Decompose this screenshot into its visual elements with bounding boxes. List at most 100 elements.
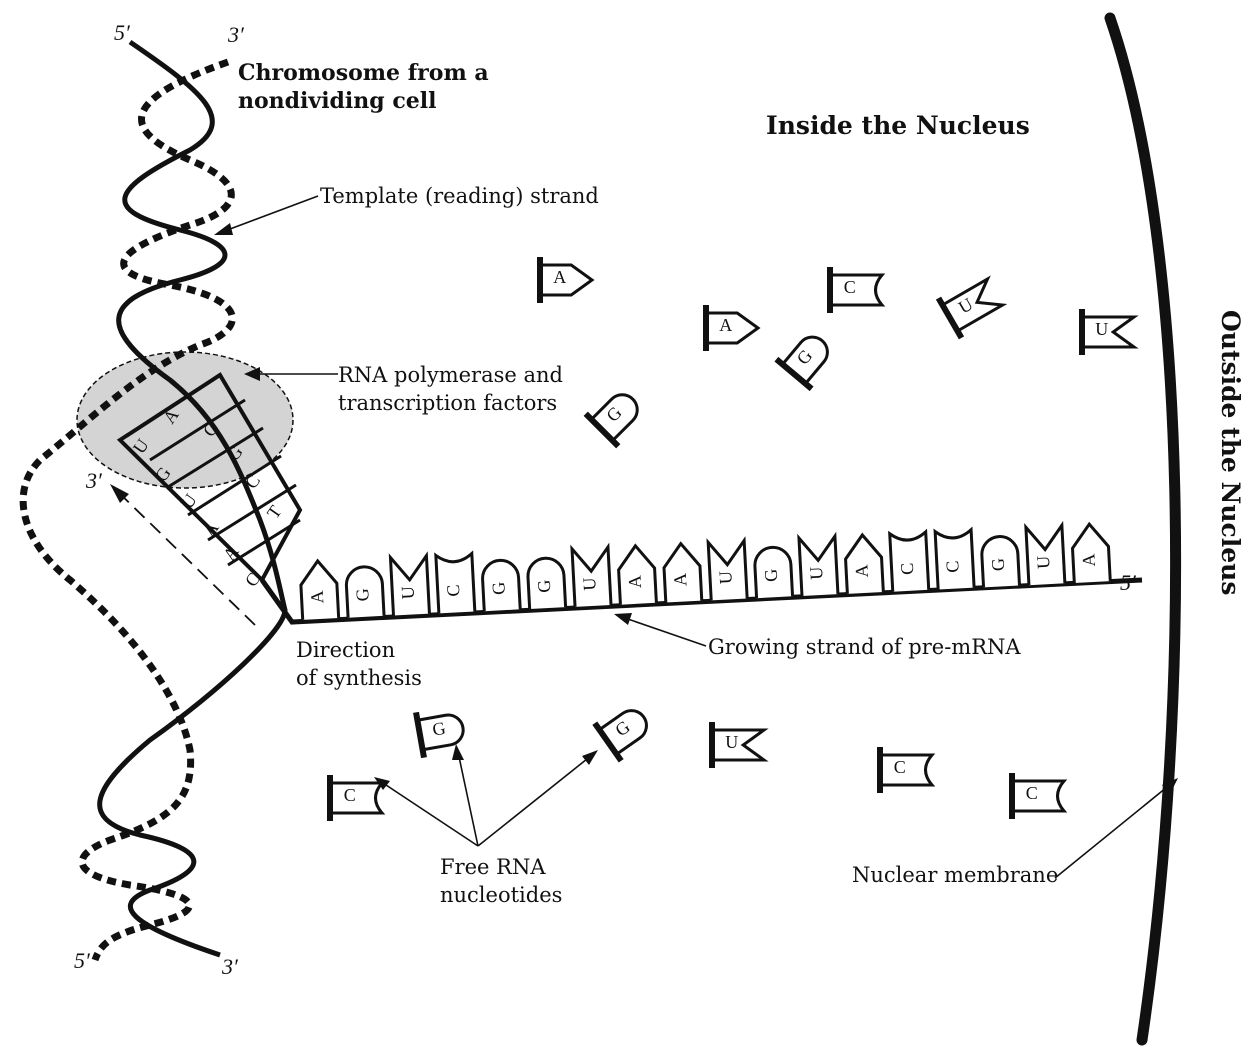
nucleotide-shape [663, 543, 702, 603]
free-nucleotide: U [712, 722, 764, 768]
nucleotide-letter: A [307, 590, 328, 604]
nucleotide-shape [844, 534, 883, 594]
pre-mrna-base: G [981, 536, 1020, 588]
nucleotide-shape [1026, 525, 1065, 585]
nucleotide-letter: G [761, 568, 782, 582]
rna-5-prime: 5′ [1120, 570, 1137, 595]
pre-mrna-base: U [799, 536, 838, 596]
pre-mrna-base: G [754, 546, 793, 598]
free-nucleotide: G [595, 698, 657, 761]
nucleotide-letter: U [725, 732, 738, 752]
free-nucleotide: C [880, 747, 932, 793]
chromosome-label-1: Chromosome from a [238, 60, 489, 86]
nucleotide-shape [890, 532, 929, 592]
pre-mrna-base: C [436, 554, 475, 614]
pre-mrna-base: C [890, 532, 929, 592]
nucleotide-letter: C [844, 277, 856, 297]
template-strand-label: Template (reading) strand [320, 184, 599, 208]
nuclear-membrane-label: Nuclear membrane [852, 863, 1058, 887]
nucleotide-letter: C [894, 757, 906, 777]
polymerase-label-1: RNA polymerase and [338, 363, 563, 387]
pre-mrna-base: U [390, 556, 429, 616]
nucleotide-letter: C [344, 785, 356, 805]
nucleotide-shape [436, 554, 475, 614]
pre-mrna-base: A [617, 545, 656, 605]
direction-label-1: Direction [296, 638, 395, 662]
nucleotide-shape [799, 536, 838, 596]
dna-bottom-3-prime: 3′ [221, 954, 239, 979]
nucleotide-letter: G [352, 588, 373, 602]
pre-mrna-bases: A G U C G G U A A U G U A C C G U A [300, 523, 1111, 620]
nucleotide-shape [830, 275, 882, 305]
pre-mrna-base: G [527, 557, 566, 609]
pre-mrna-base: U [572, 547, 611, 607]
pre-mrna-base: A [1071, 523, 1110, 583]
nucleotide-shape [708, 541, 747, 601]
pre-mrna-base: U [708, 541, 747, 601]
nucleotide-shape [330, 783, 382, 813]
pre-mrna-base: A [663, 543, 702, 603]
dna-bottom-5-prime: 5′ [74, 948, 91, 973]
pre-mrna-base: A [844, 534, 883, 594]
free-nucleotide: U [1082, 309, 1134, 355]
bubble-base: T [263, 502, 286, 522]
pre-mrna-base: U [1026, 525, 1065, 585]
nucleotide-shape [1071, 523, 1110, 583]
nucleotide-letter: U [1095, 319, 1108, 339]
nucleotide-letter: C [443, 584, 464, 597]
pre-mrna-base: A [300, 560, 339, 620]
nucleotide-letter: A [1078, 553, 1099, 567]
polymerase-label-2: transcription factors [338, 391, 557, 415]
pre-mrna-base: G [345, 566, 384, 618]
nucleotide-shape [300, 560, 339, 620]
pre-mrna-base: C [935, 530, 974, 590]
nucleotide-shape [1012, 781, 1064, 811]
nucleotide-letter: U [397, 586, 418, 600]
free-nucleotide: G [776, 326, 839, 389]
growing-strand-label: Growing strand of pre-mRNA [708, 635, 1021, 659]
free-nucleotide: C [330, 775, 382, 821]
nucleotide-shape [880, 755, 932, 785]
dna-top-3-prime: 3′ [227, 22, 245, 47]
pre-mrna-base: G [482, 559, 521, 611]
free-nucleotides-label-2: nucleotides [440, 883, 562, 907]
free-nucleotide: A [540, 257, 592, 303]
inside-nucleus-label: Inside the Nucleus [766, 111, 1030, 140]
free-nucleotide: C [830, 267, 882, 313]
nucleotide-shape [935, 530, 974, 590]
nucleotide-letter: U [806, 566, 827, 580]
bubble-base: A [219, 542, 243, 564]
nucleotide-letter: A [624, 575, 645, 589]
chromosome-label-2: nondividing cell [238, 88, 436, 114]
free-nucleotides-top: A A C U U G G [540, 257, 1134, 446]
free-nucleotide: U [939, 272, 1007, 338]
nucleotide-letter: U [1033, 555, 1054, 569]
nucleotide-letter: A [851, 564, 872, 578]
nucleotide-letter: G [534, 579, 555, 593]
nucleotide-letter: U [715, 571, 736, 585]
nucleotide-letter: G [488, 581, 509, 595]
dna-top-5-prime: 5′ [114, 20, 131, 45]
nuclear-membrane [1110, 18, 1176, 1040]
nucleotide-letter: A [553, 267, 566, 287]
nucleotide-shape [390, 556, 429, 616]
outside-nucleus-label: Outside the Nucleus [1216, 310, 1245, 595]
free-nucleotide: A [706, 305, 758, 351]
direction-label-2: of synthesis [296, 666, 422, 690]
nucleotide-letter: C [942, 560, 963, 573]
leader-arrowheads [214, 223, 1178, 794]
nucleotide-letter: A [719, 315, 732, 335]
nucleotide-letter: A [670, 573, 691, 587]
nucleotide-letter: G [988, 558, 1009, 572]
nucleotide-letter: C [1026, 783, 1038, 803]
rna-3-prime: 3′ [85, 468, 103, 493]
free-nucleotide: C [1012, 773, 1064, 819]
nucleotide-shape [617, 545, 656, 605]
nucleotide-shape [572, 547, 611, 607]
free-nucleotide: G [586, 383, 649, 446]
nucleotide-letter: C [897, 562, 918, 575]
nucleotide-letter: U [579, 577, 600, 591]
free-nucleotides-label-1: Free RNA [440, 855, 546, 879]
